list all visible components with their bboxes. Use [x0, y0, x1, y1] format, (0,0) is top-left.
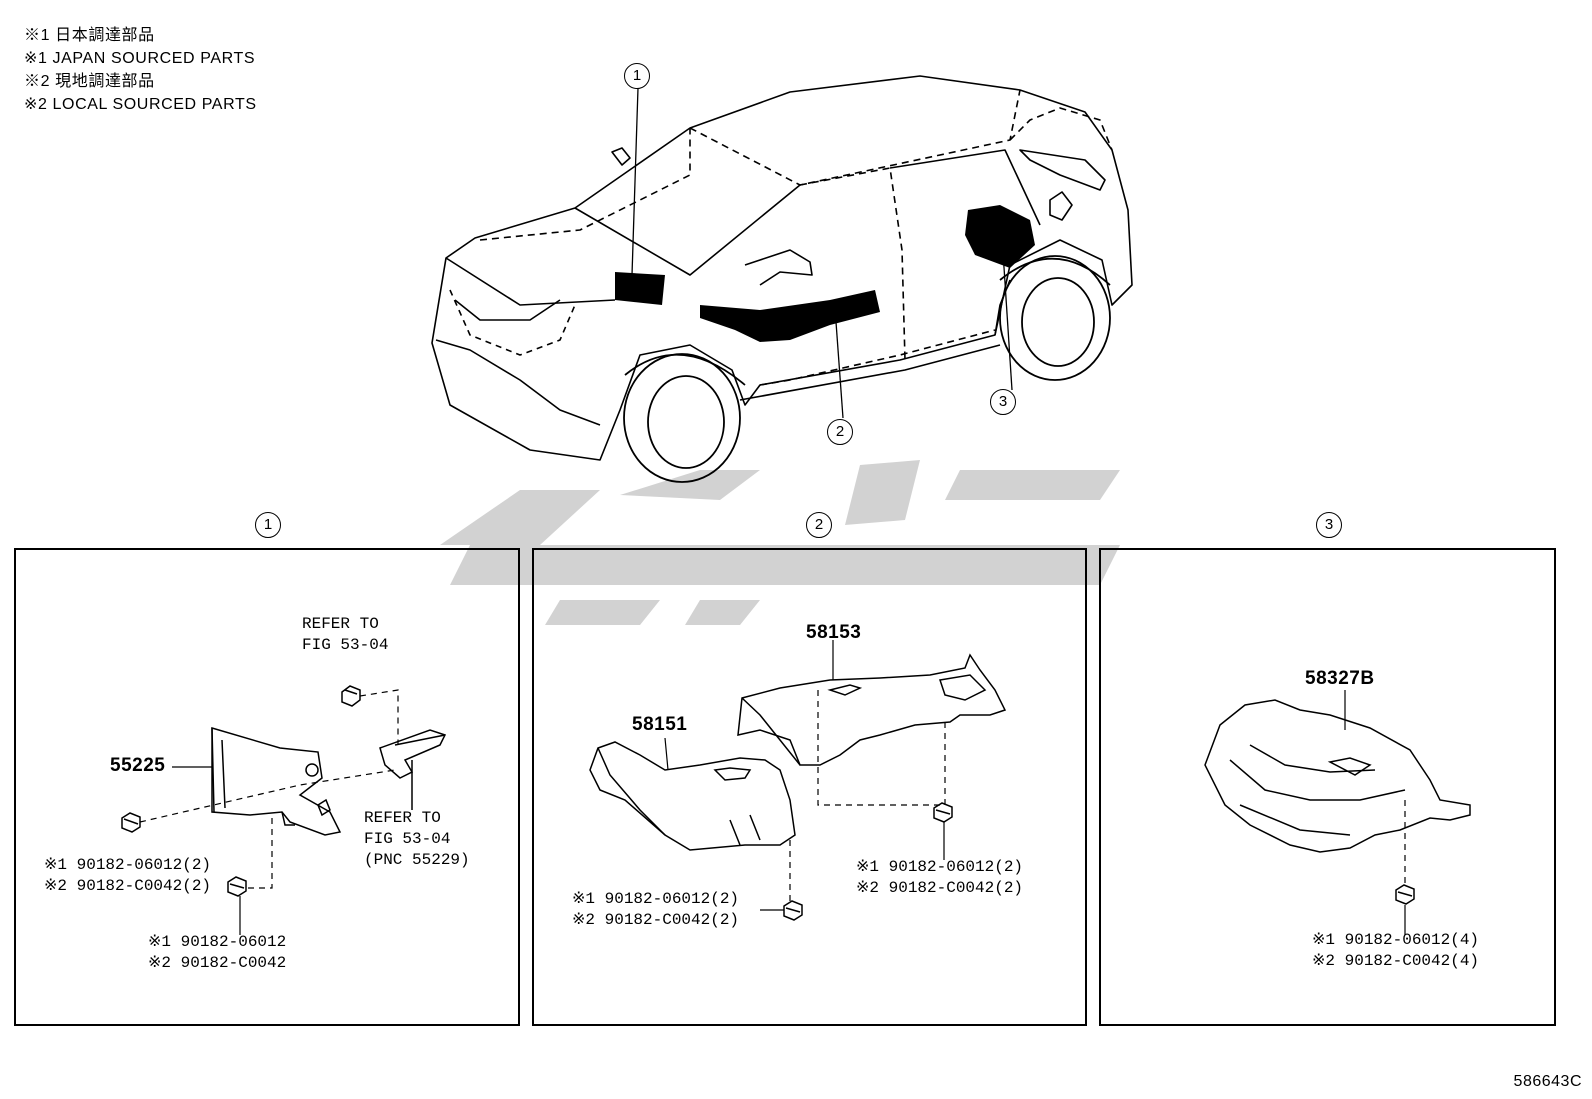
nut-line: ※1 90182-06012(4): [1312, 931, 1480, 949]
nut-label-panel1-bottom: ※1 90182-06012 ※2 90182-C0042: [148, 932, 286, 974]
nut-line: ※2 90182-C0042: [148, 954, 287, 972]
panel2-art: [589, 653, 1007, 921]
watermark-logo: [440, 460, 1120, 625]
callout-2-top: 2: [827, 419, 853, 445]
callout-3-panel: 3: [1316, 512, 1342, 538]
callout-1-panel: 1: [255, 512, 281, 538]
car-wheels: [623, 255, 1111, 483]
refer-line: FIG 53-04: [302, 636, 389, 654]
nut-line: ※2 90182-C0042(2): [856, 879, 1024, 897]
nut-line: ※2 90182-C0042(4): [1312, 952, 1480, 970]
nut-line: ※2 90182-C0042(2): [44, 877, 212, 895]
refer-line: REFER TO: [364, 809, 441, 827]
nut-line: ※1 90182-06012: [148, 933, 287, 951]
detail-panel-3: [1099, 548, 1556, 1026]
nut-label-panel2-right: ※1 90182-06012(2) ※2 90182-C0042(2): [856, 857, 1023, 899]
nut-line: ※2 90182-C0042(2): [572, 911, 740, 929]
legend-line-2: ※1 JAPAN SOURCED PARTS: [24, 50, 256, 67]
detail-panel-1: [14, 548, 520, 1026]
car-outline: [431, 75, 1133, 461]
detail-panel-2: [532, 548, 1087, 1026]
nut-line: ※1 90182-06012(2): [44, 856, 212, 874]
part-number-55225: 55225: [110, 755, 166, 776]
panel3-art: [1204, 699, 1471, 905]
insulator-locations: [615, 205, 1035, 342]
panel2-dashed: [664, 640, 946, 911]
nut-line: ※1 90182-06012(2): [856, 858, 1024, 876]
refer-line: (PNC 55229): [364, 851, 470, 869]
callout-1-top: 1: [624, 63, 650, 89]
callout-2-panel: 2: [806, 512, 832, 538]
panel1-dashed: [139, 689, 399, 935]
refer-line: FIG 53-04: [364, 830, 451, 848]
refer-line: REFER TO: [302, 615, 379, 633]
part-number-58151: 58151: [632, 714, 688, 735]
panel3-dashed: [1344, 690, 1406, 935]
figure-id: 586643C: [1513, 1073, 1582, 1090]
leader-lines: [631, 87, 1013, 419]
legend-line-3: ※2 現地調達部品: [24, 73, 155, 90]
legend: ※1 日本調達部品 ※1 JAPAN SOURCED PARTS ※2 現地調達…: [24, 24, 257, 116]
callout-3-top: 3: [990, 389, 1016, 415]
legend-line-4: ※2 LOCAL SOURCED PARTS: [24, 96, 257, 113]
nut-line: ※1 90182-06012(2): [572, 890, 740, 908]
legend-line-1: ※1 日本調達部品: [24, 27, 155, 44]
nut-label-panel1-left: ※1 90182-06012(2) ※2 90182-C0042(2): [44, 855, 211, 897]
part-number-58327b: 58327B: [1305, 668, 1375, 689]
part-number-58153: 58153: [806, 622, 862, 643]
refer-to-bottom: REFER TO FIG 53-04 (PNC 55229): [364, 808, 470, 871]
refer-to-top: REFER TO FIG 53-04: [302, 614, 388, 656]
nut-label-panel3: ※1 90182-06012(4) ※2 90182-C0042(4): [1312, 930, 1479, 972]
panel1-art: [121, 685, 447, 897]
nut-label-panel2-left: ※1 90182-06012(2) ※2 90182-C0042(2): [572, 889, 739, 931]
